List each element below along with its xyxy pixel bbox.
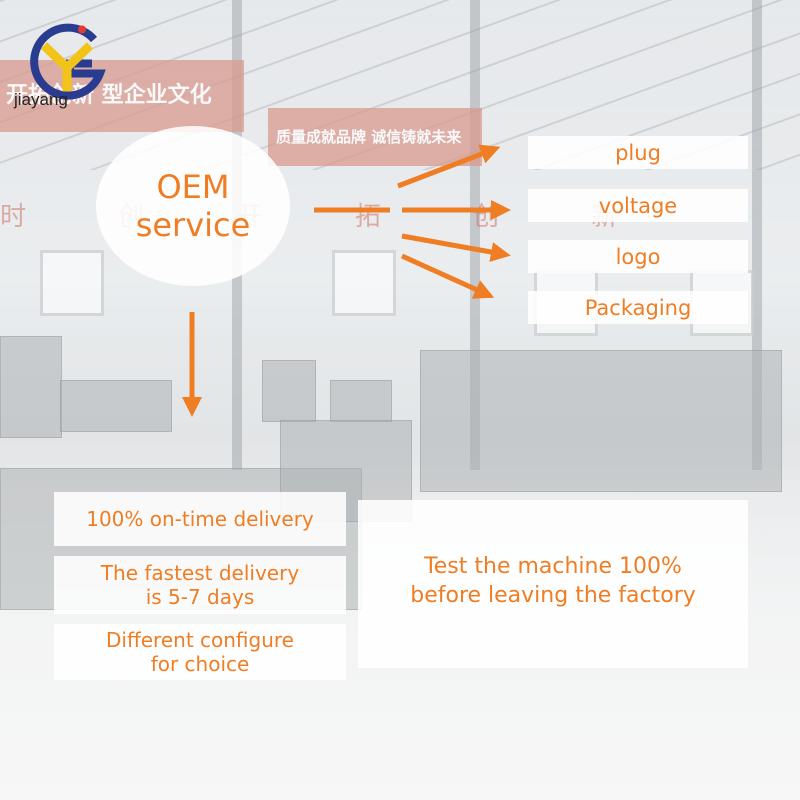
option-voltage: voltage xyxy=(528,189,748,222)
arrow-to-plug xyxy=(397,144,501,189)
machine xyxy=(0,336,62,438)
jiayang-logo-icon xyxy=(30,23,106,100)
feature-configure: Different configure for choice xyxy=(54,624,346,680)
oem-title: OEM xyxy=(156,168,230,206)
oem-service-bubble: OEM service xyxy=(96,126,290,286)
feature-delivery: 100% on-time delivery xyxy=(54,492,346,546)
machine xyxy=(420,350,782,492)
feature-fastest-line1: The fastest delivery xyxy=(100,561,300,585)
feature-fastest-line2: is 5-7 days xyxy=(145,585,255,609)
brand-name: jiayang xyxy=(14,90,68,109)
machine xyxy=(60,380,172,432)
arrow-to-logo xyxy=(401,233,511,262)
factory-window xyxy=(332,250,396,316)
option-plug: plug xyxy=(528,136,748,169)
feature-configure-line1: Different configure xyxy=(106,628,294,652)
machine xyxy=(330,380,392,422)
option-logo: logo xyxy=(528,240,748,273)
oem-subtitle: service xyxy=(135,206,251,244)
feature-delivery-text: 100% on-time delivery xyxy=(86,507,314,531)
red-banner-right: 质量成就品牌 诚信铸就未来 xyxy=(268,108,482,166)
feature-configure-line2: for choice xyxy=(150,652,250,676)
factory-pillar xyxy=(470,0,480,470)
factory-window xyxy=(40,250,104,316)
option-packaging: Packaging xyxy=(528,291,748,324)
arrow-to-packaging xyxy=(400,253,495,299)
feature-test: Test the machine 100% before leaving the… xyxy=(358,500,748,668)
feature-fastest: The fastest delivery is 5-7 days xyxy=(54,556,346,614)
feature-test-line1: Test the machine 100% xyxy=(424,554,682,579)
factory-pillar xyxy=(752,0,762,470)
red-banner-left: 开拓创新 型企业文化 xyxy=(0,60,244,132)
machine xyxy=(262,360,316,422)
feature-test-line2: before leaving the factory xyxy=(410,583,696,608)
